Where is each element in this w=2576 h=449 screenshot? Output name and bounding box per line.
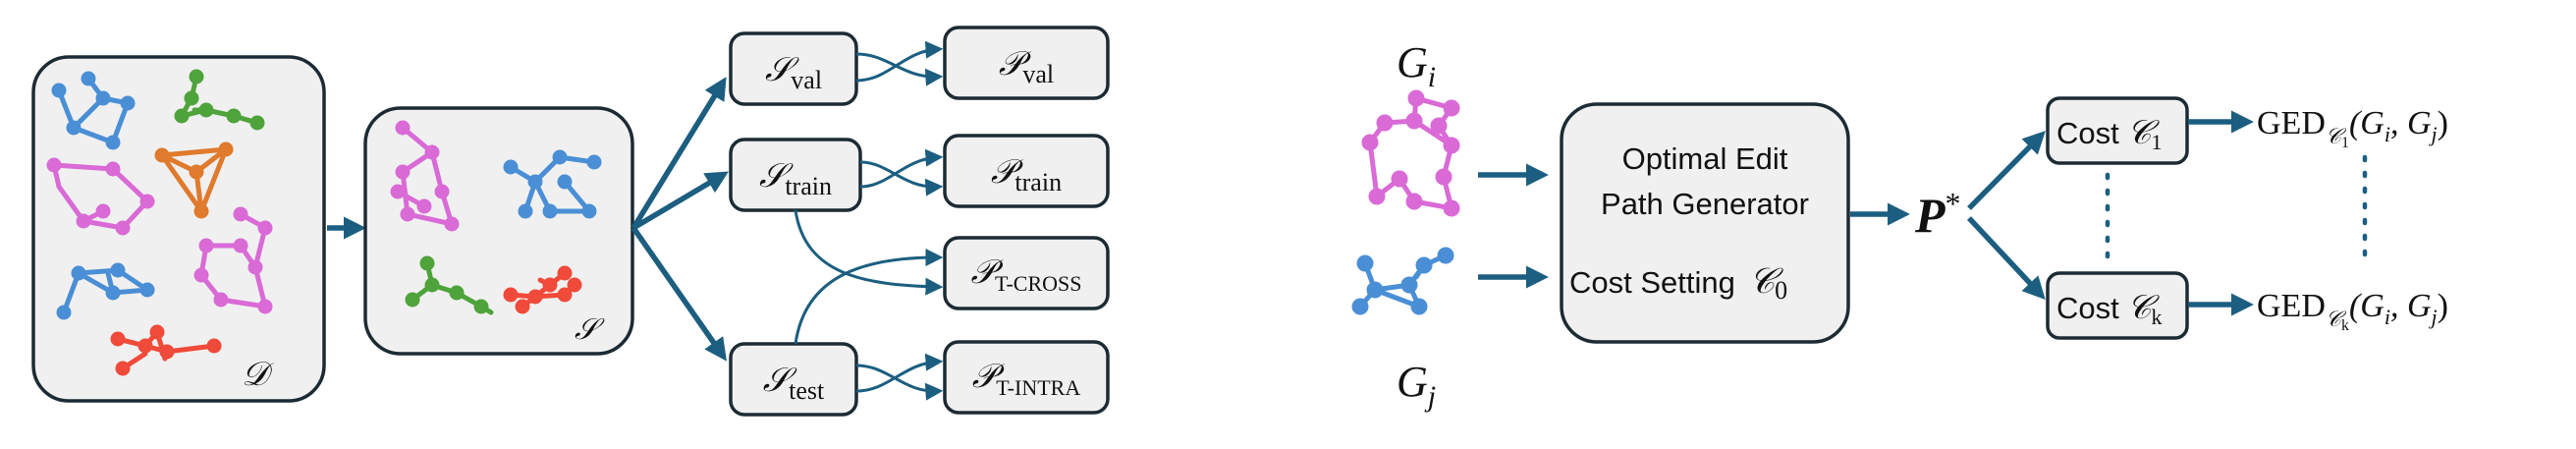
graph-blue-1 — [51, 71, 136, 150]
pair-val: 𝒫val — [943, 26, 1110, 100]
split-val-sub: val — [791, 66, 822, 94]
graph-red-1 — [110, 324, 222, 376]
pair-train-sub: train — [1014, 168, 1062, 196]
graph-j — [1351, 247, 1454, 315]
graph-i-label: Gi — [1397, 38, 1436, 93]
pair-t-intra-sub: T-INTRA — [996, 375, 1080, 400]
split-val: 𝒮val — [729, 31, 858, 106]
arrow-to-val — [630, 77, 727, 230]
arrow-to-cost-k — [1966, 216, 2046, 301]
p-star-label: P* — [1914, 186, 1961, 243]
svg-text:𝒫train: 𝒫train — [991, 152, 1062, 196]
generator-box — [1560, 102, 1850, 344]
ged-k-label: GED𝒞k(Gi, Gj) — [2257, 288, 2448, 334]
split-test: 𝒮test — [729, 342, 858, 417]
pair-val-sub: val — [1022, 60, 1054, 88]
pair-t-cross: 𝒫T-CROSS — [943, 236, 1110, 310]
graph-blue-s — [503, 149, 602, 219]
arrow-to-train — [631, 171, 729, 231]
pair-connectors — [794, 40, 944, 401]
graph-blue-2 — [56, 262, 155, 320]
graph-j-label: Gj — [1397, 358, 1436, 413]
split-train-sub: train — [785, 172, 832, 200]
ged-1-label: GED𝒞1(Gi, Gj) — [2257, 105, 2448, 151]
graph-green-s — [405, 255, 494, 315]
sample-graphs — [390, 120, 602, 315]
split-train: 𝒮train — [729, 138, 862, 212]
pair-t-intra: 𝒫T-INTRA — [943, 340, 1110, 415]
graph-pink-2 — [193, 206, 273, 314]
svg-text:𝒮val: 𝒮val — [765, 50, 822, 94]
graph-orange-1 — [154, 141, 234, 219]
graph-pink-1 — [46, 157, 155, 236]
split-test-sub: test — [789, 376, 825, 405]
graph-i — [1361, 89, 1460, 217]
graph-green-1 — [174, 69, 265, 131]
arrow-to-test — [630, 226, 727, 362]
graph-pink-s — [390, 120, 460, 232]
svg-text:𝒮train: 𝒮train — [759, 156, 832, 200]
dataset-graphs — [46, 69, 273, 376]
generator-line2: Path Generator — [1601, 187, 1809, 221]
arrow-to-cost-1 — [1967, 131, 2046, 210]
pair-t-cross-sub: T-CROSS — [995, 271, 1081, 296]
graph-red-s — [503, 265, 582, 314]
pair-train: 𝒫train — [943, 134, 1110, 208]
generator-line1: Optimal Edit — [1622, 141, 1788, 176]
